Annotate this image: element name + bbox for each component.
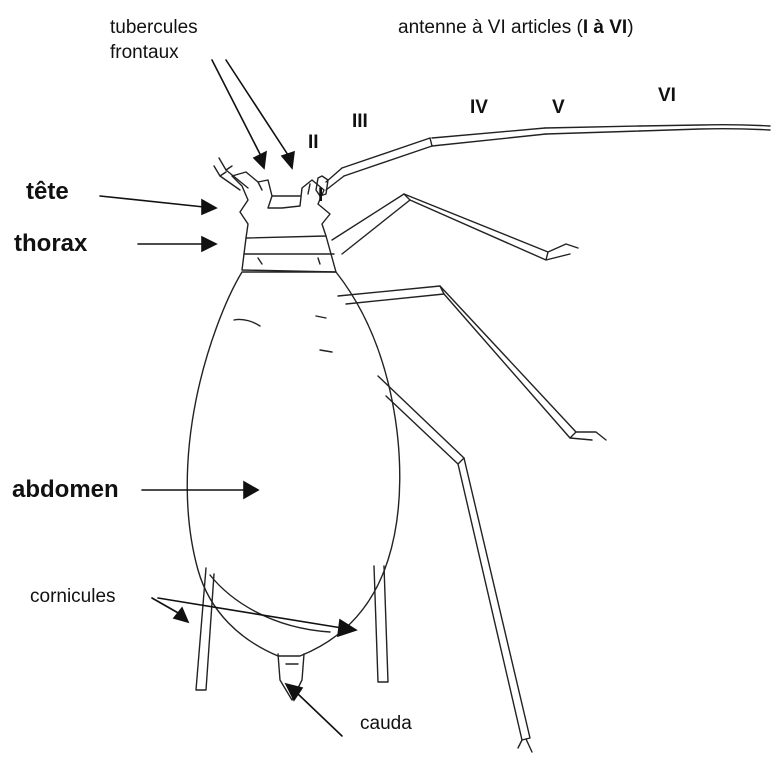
arrowhead-cornicules-right (338, 620, 356, 636)
arrowhead-tubercules-left (254, 152, 266, 168)
cornicules (196, 566, 388, 690)
arrow-tete (100, 196, 204, 207)
antenna-title: antenne à VI articles (I à VI) (398, 18, 634, 37)
abdomen-label: abdomen (12, 478, 119, 502)
thorax-label: thorax (14, 232, 87, 256)
arrow-tubercules-right (226, 60, 290, 158)
leg-1 (332, 194, 578, 260)
left-antenna-stub (214, 158, 248, 190)
arrow-cornicules-right (158, 598, 342, 628)
cauda-label: cauda (360, 714, 412, 733)
arrowhead-tubercules-right (282, 152, 294, 168)
antenna-segment-VI: VI (658, 86, 676, 105)
thorax (242, 236, 336, 272)
antenna-title-prefix: antenne à VI articles ( (398, 17, 583, 38)
abdomen (187, 272, 400, 656)
arrow-cauda (298, 694, 342, 736)
tubercules-label-line1: tubercules (110, 18, 198, 37)
arrowhead-tete (202, 200, 216, 214)
head (232, 172, 330, 238)
antenna-segment-IV: IV (470, 98, 488, 117)
antenna-segment-II: II (308, 133, 319, 152)
tubercules-label-line2: frontaux (110, 43, 179, 62)
arrowhead-abdomen (244, 482, 258, 498)
tete-label: tête (26, 180, 69, 204)
arrowhead-thorax (202, 237, 216, 251)
antenna-segment-III: III (352, 112, 368, 131)
antenna-segment-I: I (318, 186, 323, 205)
antenna-title-suffix: ) (627, 17, 633, 38)
right-antenna (316, 125, 770, 196)
cornicules-label: cornicules (30, 587, 116, 606)
leg-2 (338, 286, 606, 440)
antenna-title-range: I à VI (583, 17, 627, 38)
arrowhead-cauda (286, 684, 302, 700)
leg-3 (378, 376, 532, 752)
arrow-tubercules-left (212, 60, 262, 158)
arrowhead-cornicules-left (174, 608, 188, 622)
antenna-segment-V: V (552, 98, 565, 117)
